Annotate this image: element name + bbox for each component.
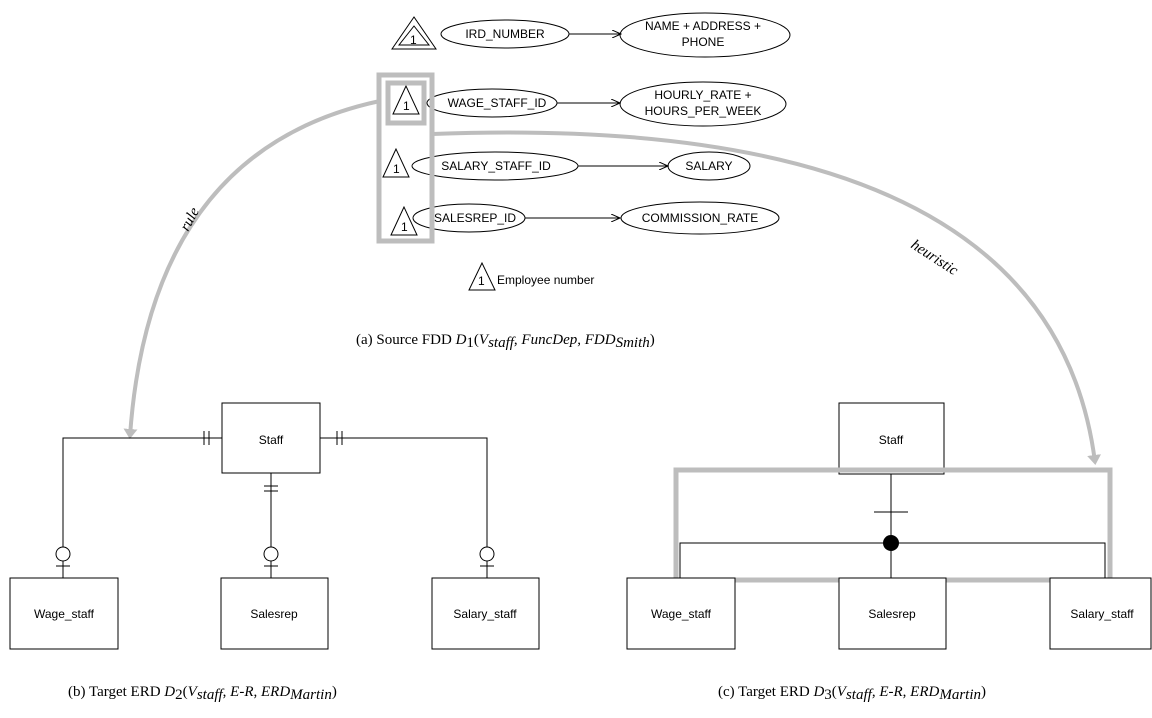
relationship-line	[62, 437, 222, 547]
fdd-value-ellipse	[619, 81, 787, 127]
entity-label: Staff	[259, 433, 284, 447]
fdd-key-label: SALARY_STAFF_ID	[441, 159, 551, 173]
triangle-icon	[382, 147, 410, 178]
fdd-value-line: HOURLY_RATE +	[654, 88, 751, 102]
caption-b: (b) Target ERD D2(Vstaff, E-R, ERDMartin…	[68, 684, 337, 703]
fdd-key-label: WAGE_STAFF_ID	[448, 96, 547, 110]
entity-label: Salesrep	[868, 607, 916, 621]
optional-circle	[479, 546, 495, 562]
erd2-diagram: Staff Wage_staff Salesrep Salary_staff (…	[9, 402, 540, 703]
entity-label: Wage_staff	[34, 607, 95, 621]
entity-salesrep	[838, 577, 947, 650]
fdd-value-ellipse	[619, 12, 791, 58]
fdd-value-line: PHONE	[682, 35, 725, 49]
entity-label: Salesrep	[250, 607, 298, 621]
entity-staff	[838, 402, 945, 475]
entity-label: Salary_staff	[1070, 607, 1134, 621]
erd3-diagram: Staff Wage_staff Salesrep Salary_staff (…	[626, 402, 1152, 703]
fdd-legend: 1 Employee number	[468, 261, 594, 291]
exclusive-dot	[883, 535, 899, 551]
triangle-icon	[392, 84, 420, 115]
fdd-value-line: NAME + ADDRESS +	[645, 19, 761, 33]
marker-number: 1	[410, 33, 417, 47]
entity-wage-staff	[9, 577, 119, 650]
legend-text: Employee number	[497, 273, 594, 287]
fdd-value-line: COMMISSION_RATE	[642, 211, 758, 225]
fdd-row-wage: WAGE_STAFF_ID 1 HOURLY_RATE + HOURS_PER_…	[392, 81, 787, 127]
entity-salesrep	[220, 577, 329, 650]
fdd-key-label: SALESREP_ID	[434, 211, 516, 225]
marker-number: 1	[401, 220, 408, 234]
optional-circle	[55, 546, 71, 562]
highlight-box	[673, 467, 1113, 583]
rule-arrow	[123, 99, 381, 439]
highlight-box	[376, 72, 435, 244]
double-triangle-icon	[391, 16, 437, 50]
fdd-value-ellipse	[667, 151, 751, 181]
triangle-icon	[390, 205, 418, 236]
fdd-value-line: HOURS_PER_WEEK	[645, 104, 762, 118]
entity-label: Salary_staff	[453, 607, 517, 621]
highlight-box-inner	[385, 80, 427, 126]
optional-circle	[263, 546, 279, 562]
rule-label: rule	[177, 205, 203, 234]
triangle-icon	[397, 25, 431, 46]
fdd-value-line: SALARY	[685, 159, 732, 173]
entity-wage-staff	[626, 577, 736, 650]
fdd-diagram: 1 IRD_NUMBER NAME + ADDRESS + PHONE WAGE…	[356, 12, 791, 351]
entity-salary-staff	[431, 577, 540, 650]
entity-label: Staff	[879, 433, 904, 447]
fdd-row-salary: SALARY_STAFF_ID 1 SALARY	[382, 147, 751, 181]
triangle-icon	[468, 261, 496, 291]
marker-number: 1	[403, 99, 410, 113]
heuristic-arrow	[431, 130, 1102, 465]
fdd-row-salesrep: SALESREP_ID 1 COMMISSION_RATE	[390, 201, 780, 236]
entity-salary-staff	[1049, 577, 1152, 650]
heuristic-label: heuristic	[908, 237, 961, 279]
relationship-line	[320, 437, 488, 547]
fdd-row-ird: 1 IRD_NUMBER NAME + ADDRESS + PHONE	[391, 12, 791, 58]
entity-label: Wage_staff	[651, 607, 712, 621]
fdd-key-label: IRD_NUMBER	[465, 27, 545, 41]
marker-number: 1	[478, 274, 485, 288]
caption-c: (c) Target ERD D3(Vstaff, E-R, ERDMartin…	[718, 684, 986, 703]
caption-a: (a) Source FDD D1(Vstaff, FuncDep, FDDSm…	[356, 332, 655, 351]
marker-number: 1	[393, 162, 400, 176]
fdd-value-ellipse	[620, 201, 780, 235]
